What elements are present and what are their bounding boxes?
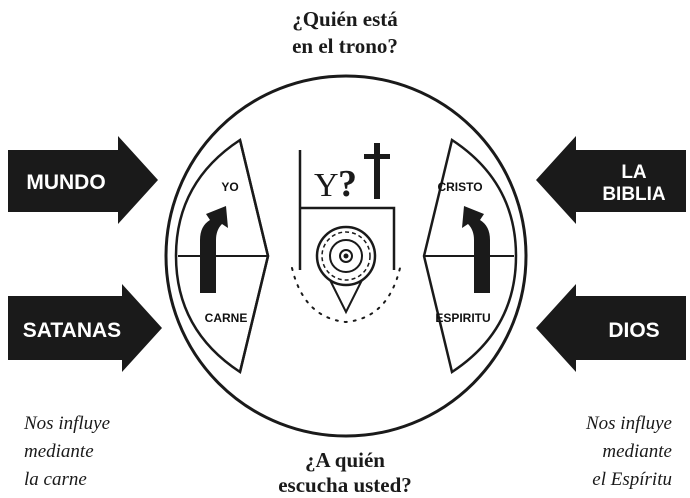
label-espiritu: ESPIRITU	[435, 311, 490, 325]
up-arrow-icon	[200, 206, 228, 293]
dotted-arc	[291, 267, 401, 324]
question-top-line-1: ¿Quién está	[292, 7, 398, 31]
question-top-line-2: en el trono?	[292, 34, 398, 58]
arrow-mundo-label: MUNDO	[26, 171, 105, 194]
note-left-line-3: la carne	[24, 469, 87, 490]
arrow-satanas-label: SATANAS	[23, 319, 121, 342]
throne-icon	[298, 150, 396, 270]
up-arrow-icon	[462, 206, 490, 293]
note-right-line-1: Nos influye	[585, 413, 672, 434]
cross-icon	[364, 143, 390, 199]
note-left: Nos influye mediante la carne	[24, 410, 110, 494]
arrow-dios-label: DIOS	[608, 319, 659, 342]
arrow-dios	[536, 284, 686, 372]
note-right: Nos influye mediante el Espíritu	[586, 410, 672, 494]
label-cristo: CRISTO	[437, 180, 482, 194]
question-mark: ?	[338, 163, 357, 205]
right-lens	[422, 137, 518, 375]
question-bottom-line-1: ¿A quién	[305, 448, 385, 472]
question-bottom: ¿A quién escucha usted?	[235, 448, 455, 498]
self-letter: Y	[314, 167, 339, 204]
label-carne: CARNE	[205, 311, 248, 325]
note-left-line-2: mediante	[24, 441, 94, 462]
note-right-line-2: mediante	[602, 441, 672, 462]
arrow-la-biblia	[536, 136, 686, 224]
arrow-la-biblia-label-1: LA	[621, 162, 647, 183]
arrow-la-biblia-label-2: BIBLIA	[602, 184, 666, 205]
note-right-line-3: el Espíritu	[592, 469, 672, 490]
heart-icon	[315, 225, 377, 315]
label-yo: YO	[221, 180, 238, 194]
arrow-mundo	[8, 136, 158, 224]
outer-circle	[164, 74, 528, 438]
question-bottom-line-2: escucha usted?	[278, 473, 412, 497]
arrow-satanas	[8, 284, 162, 372]
note-left-line-1: Nos influye	[24, 413, 111, 434]
question-top: ¿Quién está en el trono?	[245, 6, 445, 60]
left-lens	[174, 137, 270, 375]
